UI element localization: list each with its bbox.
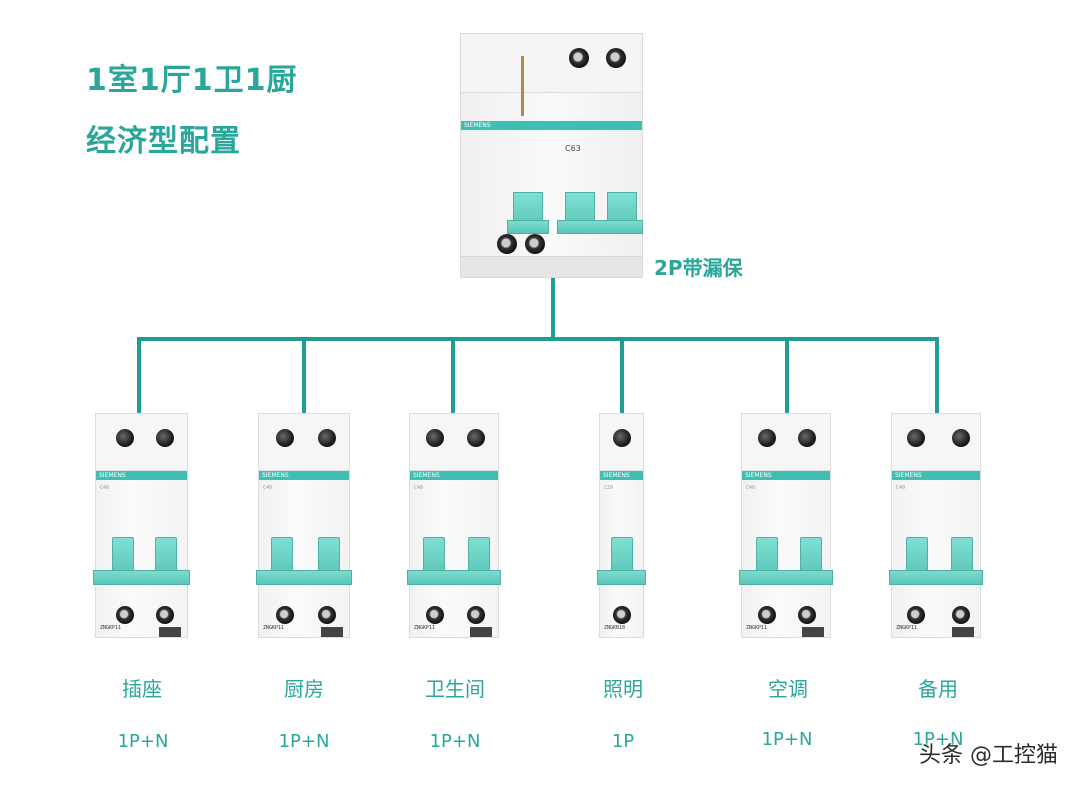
main-breaker-top-cap <box>461 34 642 116</box>
terminal-screw <box>758 429 776 447</box>
breaker-model: ZNGKP11 <box>414 625 436 631</box>
terminal-screw <box>606 48 626 68</box>
breaker-top-cap <box>96 414 187 471</box>
bottom-screw <box>156 606 174 624</box>
terminal-screw <box>276 429 294 447</box>
branch-breaker-bathroom: SIEMENS C40 ZNGKP11 <box>407 413 501 638</box>
breaker-top-cap <box>410 414 498 471</box>
breaker-handle-bar <box>407 570 501 585</box>
breaker-brand: SIEMENS <box>742 471 830 480</box>
branch-poles-spare: 1P+N <box>912 729 964 750</box>
main-feeder-wire <box>551 278 555 340</box>
breaker-model: ZNGKP11 <box>100 625 122 631</box>
breaker-clip <box>159 627 181 637</box>
branch-drop-wire <box>785 337 789 414</box>
breaker-handle-bar <box>93 570 190 585</box>
mcb-handle-bar <box>557 220 643 234</box>
breaker-rating: C40 <box>263 485 273 491</box>
lockout-lever <box>521 56 548 116</box>
branch-drop-wire <box>137 337 141 414</box>
main-breaker-label: 2P带漏保 <box>654 256 743 280</box>
breaker-rating: C40 <box>896 485 906 491</box>
branch-breaker-kitchen: SIEMENS C40 ZNGKP11 <box>256 413 352 638</box>
breaker-rating: C40 <box>100 485 110 491</box>
branch-breaker-air-conditioner: SIEMENS C40 ZNGKP11 <box>739 413 833 638</box>
terminal-screw <box>613 429 631 447</box>
bottom-screw <box>497 234 517 254</box>
terminal-screw <box>798 429 816 447</box>
branch-label-bathroom: 卫生间 <box>425 677 485 701</box>
branch-drop-wire <box>451 337 455 414</box>
branch-poles-kitchen: 1P+N <box>278 731 330 752</box>
breaker-clip <box>952 627 974 637</box>
breaker-brand: SIEMENS <box>410 471 498 480</box>
bottom-screw <box>276 606 294 624</box>
bottom-screw <box>467 606 485 624</box>
terminal-screw <box>318 429 336 447</box>
breaker-top-cap <box>259 414 349 471</box>
diagram-title-line1: 1室1厅1卫1厨 <box>86 63 298 98</box>
main-rcbo-breaker: SIEMENS C63 <box>460 33 643 278</box>
breaker-rating: C40 <box>414 485 424 491</box>
terminal-screw <box>907 429 925 447</box>
branch-label-kitchen: 厨房 <box>284 677 324 701</box>
breaker-rating: C40 <box>746 485 756 491</box>
diagram-title-line2: 经济型配置 <box>86 124 241 159</box>
breaker-rating: C20 <box>604 485 614 491</box>
breaker-brand: SIEMENS <box>892 471 980 480</box>
terminal-screw <box>952 429 970 447</box>
breaker-model: ZNGKB18 <box>604 625 626 631</box>
terminal-screw <box>426 429 444 447</box>
branch-drop-wire <box>302 337 306 414</box>
breaker-handle-bar <box>597 570 646 585</box>
breaker-clip <box>321 627 343 637</box>
terminal-screw <box>569 48 589 68</box>
breaker-handle-bar <box>889 570 983 585</box>
branch-label-air-conditioner: 空调 <box>768 677 808 701</box>
breaker-brand: SIEMENS <box>96 471 187 480</box>
bottom-screw <box>907 606 925 624</box>
branch-breaker-lighting: SIEMENS C20 ZNGKB18 <box>597 413 646 638</box>
source-watermark: 头条 @工控猫 <box>919 743 1058 768</box>
bottom-screw <box>525 234 545 254</box>
din-rail-clip <box>461 256 642 277</box>
bottom-screw <box>318 606 336 624</box>
branch-poles-bathroom: 1P+N <box>429 731 481 752</box>
breaker-top-cap <box>742 414 830 471</box>
branch-poles-sockets: 1P+N <box>117 731 169 752</box>
breaker-clip <box>802 627 824 637</box>
branch-breaker-sockets: SIEMENS C40 ZNGKP11 <box>93 413 190 638</box>
terminal-screw <box>156 429 174 447</box>
branch-poles-lighting: 1P <box>611 731 635 752</box>
breaker-brand: SIEMENS <box>259 471 349 480</box>
branch-drop-wire <box>620 337 624 414</box>
terminal-screw <box>116 429 134 447</box>
branch-label-sockets: 插座 <box>122 677 162 701</box>
breaker-model: ZNGKP11 <box>746 625 768 631</box>
bottom-screw <box>952 606 970 624</box>
breaker-handle-bar <box>739 570 833 585</box>
bottom-screw <box>798 606 816 624</box>
main-breaker-rating: C63 <box>565 144 581 153</box>
main-breaker-brand-strip: SIEMENS <box>461 121 642 130</box>
bottom-screw <box>758 606 776 624</box>
bottom-screw <box>613 606 631 624</box>
bottom-screw <box>426 606 444 624</box>
rcd-handle-bar <box>507 220 549 234</box>
breaker-handle-bar <box>256 570 352 585</box>
bottom-screw <box>116 606 134 624</box>
branch-label-lighting: 照明 <box>603 677 643 701</box>
branch-breaker-spare: SIEMENS C40 ZNGKP11 <box>889 413 983 638</box>
branch-drop-wire <box>935 337 939 414</box>
bus-wire <box>137 337 939 341</box>
breaker-clip <box>470 627 492 637</box>
branch-label-spare: 备用 <box>918 677 958 701</box>
breaker-brand: SIEMENS <box>600 471 643 480</box>
breaker-model: ZNGKP11 <box>263 625 285 631</box>
branch-poles-air-conditioner: 1P+N <box>761 729 813 750</box>
breaker-model: ZNGKP11 <box>896 625 918 631</box>
terminal-screw <box>467 429 485 447</box>
